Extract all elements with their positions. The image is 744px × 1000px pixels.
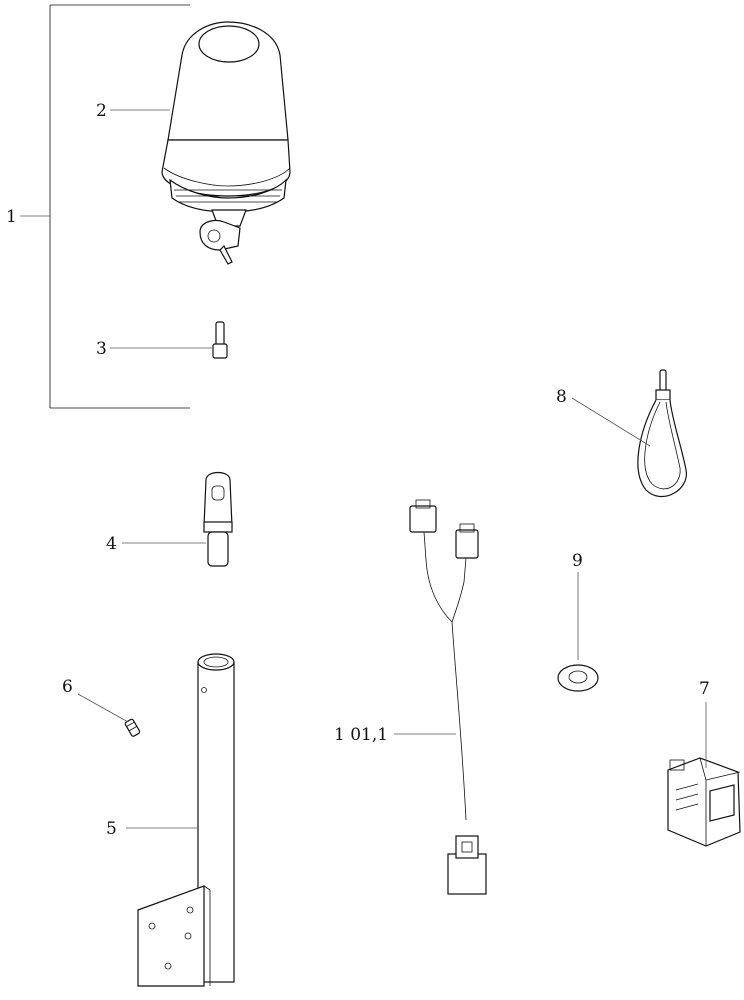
callout-5: 5 [106,819,117,839]
callout-2: 2 [96,101,107,121]
callout-6: 6 [62,677,73,697]
pole-5 [137,653,235,987]
assembly-1-bracket [20,4,190,409]
pin-3 [212,321,228,359]
callout-4: 4 [106,534,117,554]
wiring-harness [409,499,487,895]
rocker-switch-7 [667,757,741,847]
beacon-2 [161,21,291,265]
adapter-4 [203,471,233,567]
set-screw-6 [124,718,141,737]
callout-7: 7 [699,679,710,699]
callout-8: 8 [556,387,567,407]
callout-101: 1 01,1 [334,725,388,745]
callout-3: 3 [96,339,107,359]
grommet-9 [557,664,599,692]
cable-tie-8 [637,369,687,497]
callout-1: 1 [6,207,17,227]
callout-9: 9 [572,551,583,571]
